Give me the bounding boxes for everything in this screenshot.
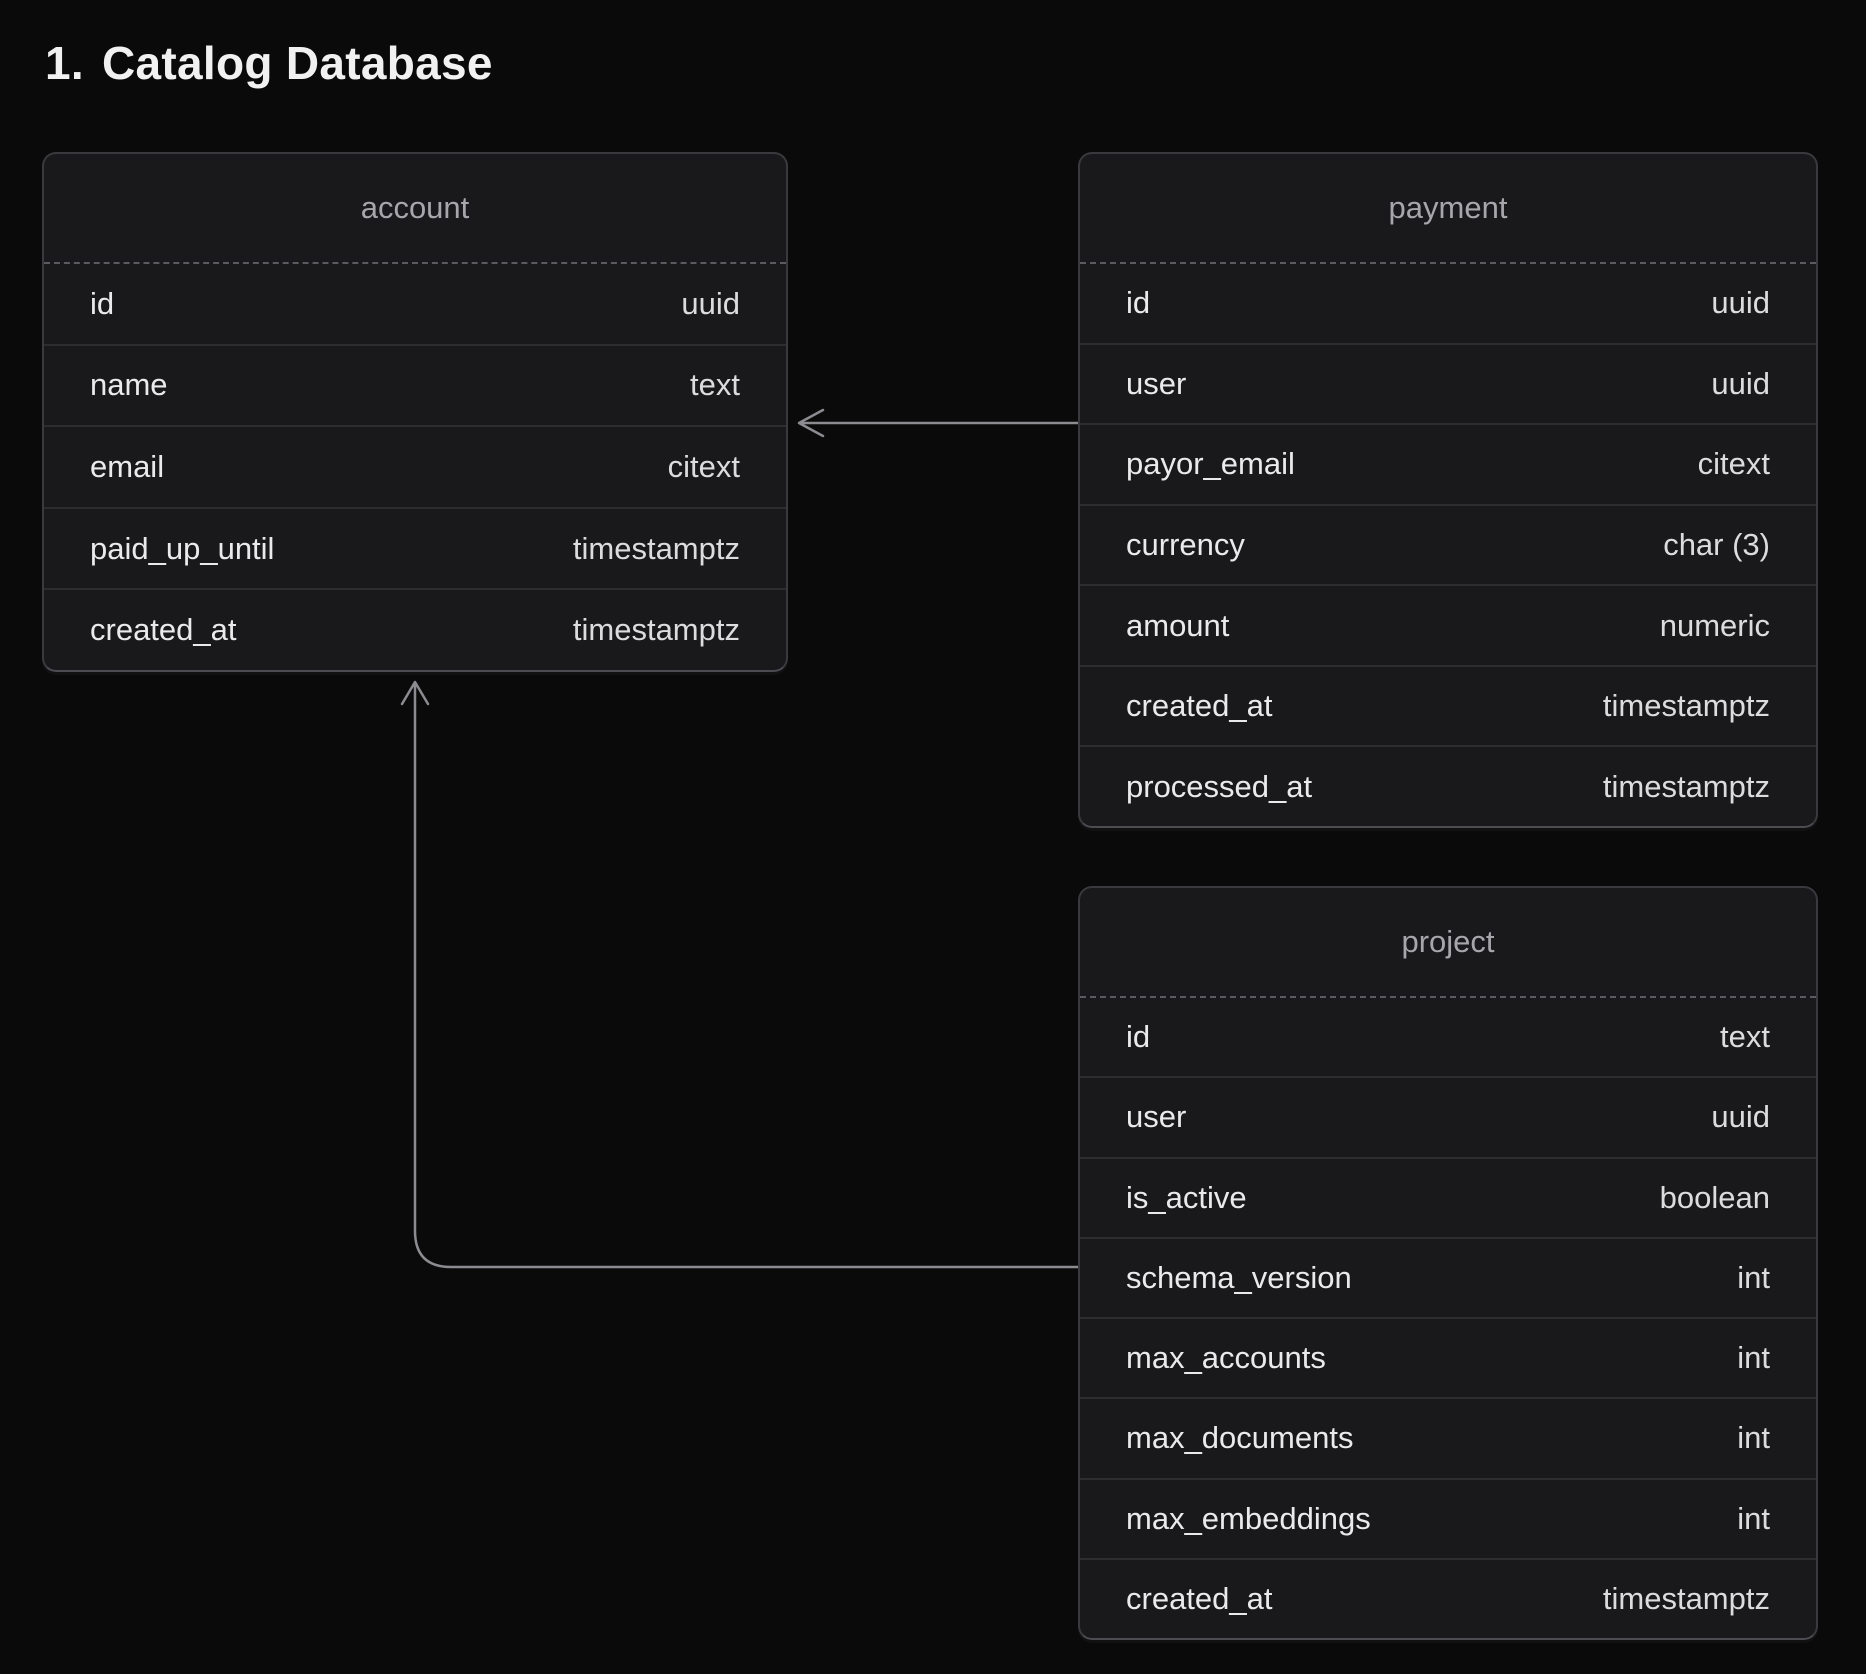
column-type: int xyxy=(1737,1420,1770,1456)
column-row-paid_up_until[interactable]: paid_up_until timestamptz xyxy=(44,507,786,589)
column-type: timestamptz xyxy=(1603,688,1770,724)
column-row-max_accounts[interactable]: max_accounts int xyxy=(1080,1317,1816,1397)
table-project[interactable]: project id text user uuid is_active boolean sc… xyxy=(1078,886,1818,1640)
table-header: payment xyxy=(1080,154,1816,264)
column-name: id xyxy=(90,286,114,322)
column-name: processed_at xyxy=(1126,769,1312,805)
column-name: paid_up_until xyxy=(90,531,274,567)
page-title-text: Catalog Database xyxy=(102,36,493,90)
column-name: max_embeddings xyxy=(1126,1501,1371,1537)
column-type: text xyxy=(1720,1019,1770,1055)
column-type: uuid xyxy=(1711,1099,1770,1135)
column-type: char (3) xyxy=(1663,527,1770,563)
column-row-user[interactable]: user uuid xyxy=(1080,343,1816,424)
column-row-is_active[interactable]: is_active boolean xyxy=(1080,1157,1816,1237)
column-name: created_at xyxy=(90,612,237,648)
table-title: account xyxy=(361,190,470,226)
column-name: name xyxy=(90,367,168,403)
column-type: timestamptz xyxy=(1603,769,1770,805)
table-payment[interactable]: payment id uuid user uuid payor_email citext c… xyxy=(1078,152,1818,828)
table-account[interactable]: account id uuid name text email citext paid_up… xyxy=(42,152,788,672)
column-name: currency xyxy=(1126,527,1245,563)
table-header: project xyxy=(1080,888,1816,998)
column-row-id[interactable]: id uuid xyxy=(1080,264,1816,343)
column-row-created_at[interactable]: created_at timestamptz xyxy=(44,588,786,670)
column-list: id text user uuid is_active boolean schema_ver… xyxy=(1080,998,1816,1638)
column-row-id[interactable]: id text xyxy=(1080,998,1816,1076)
page-title-number: 1. xyxy=(45,36,84,90)
column-name: user xyxy=(1126,366,1186,402)
column-row-id[interactable]: id uuid xyxy=(44,264,786,344)
column-row-name[interactable]: name text xyxy=(44,344,786,426)
table-header: account xyxy=(44,154,786,264)
column-name: is_active xyxy=(1126,1180,1247,1216)
column-type: timestamptz xyxy=(573,531,740,567)
column-row-max_documents[interactable]: max_documents int xyxy=(1080,1397,1816,1477)
column-name: user xyxy=(1126,1099,1186,1135)
column-type: numeric xyxy=(1660,608,1770,644)
column-type: uuid xyxy=(1711,366,1770,402)
column-list: iduuiduseruuidpayor_emailcitextcurrencyc… xyxy=(1080,264,1816,826)
column-row-max_embeddings[interactable]: max_embeddings int xyxy=(1080,1478,1816,1558)
column-name: created_at xyxy=(1126,1581,1273,1617)
table-title: project xyxy=(1401,924,1494,960)
column-row-payor_email[interactable]: payor_email citext xyxy=(1080,423,1816,504)
column-name: amount xyxy=(1126,608,1229,644)
connector-payment-to-account[interactable] xyxy=(799,410,1078,436)
column-type: timestamptz xyxy=(1603,1581,1770,1617)
column-name: created_at xyxy=(1126,688,1273,724)
column-type: int xyxy=(1737,1260,1770,1296)
column-row-user[interactable]: user uuid xyxy=(1080,1076,1816,1156)
column-type: boolean xyxy=(1660,1180,1770,1216)
column-type: citext xyxy=(1698,446,1770,482)
column-row-currency[interactable]: currency char (3) xyxy=(1080,504,1816,585)
column-name: id xyxy=(1126,1019,1150,1055)
connector-project-to-account[interactable] xyxy=(402,682,1078,1267)
column-type: int xyxy=(1737,1501,1770,1537)
column-name: payor_email xyxy=(1126,446,1295,482)
column-type: uuid xyxy=(1711,285,1770,321)
column-type: citext xyxy=(668,449,740,485)
column-name: email xyxy=(90,449,164,485)
column-row-created_at[interactable]: created_at timestamptz xyxy=(1080,1558,1816,1638)
column-type: text xyxy=(690,367,740,403)
column-row-email[interactable]: email citext xyxy=(44,425,786,507)
column-name: schema_version xyxy=(1126,1260,1352,1296)
column-type: uuid xyxy=(681,286,740,322)
table-title: payment xyxy=(1389,190,1508,226)
column-row-schema_version[interactable]: schema_version int xyxy=(1080,1237,1816,1317)
column-list: iduuidnametextemailcitextpaid_up_untilti… xyxy=(44,264,786,670)
column-row-created_at[interactable]: created_at timestamptz xyxy=(1080,665,1816,746)
column-row-amount[interactable]: amount numeric xyxy=(1080,584,1816,665)
column-name: max_accounts xyxy=(1126,1340,1326,1376)
column-name: id xyxy=(1126,285,1150,321)
column-type: int xyxy=(1737,1340,1770,1376)
column-name: max_documents xyxy=(1126,1420,1353,1456)
page-title: 1. Catalog Database xyxy=(45,36,493,90)
column-type: timestamptz xyxy=(573,612,740,648)
column-row-processed_at[interactable]: processed_at timestamptz xyxy=(1080,745,1816,826)
